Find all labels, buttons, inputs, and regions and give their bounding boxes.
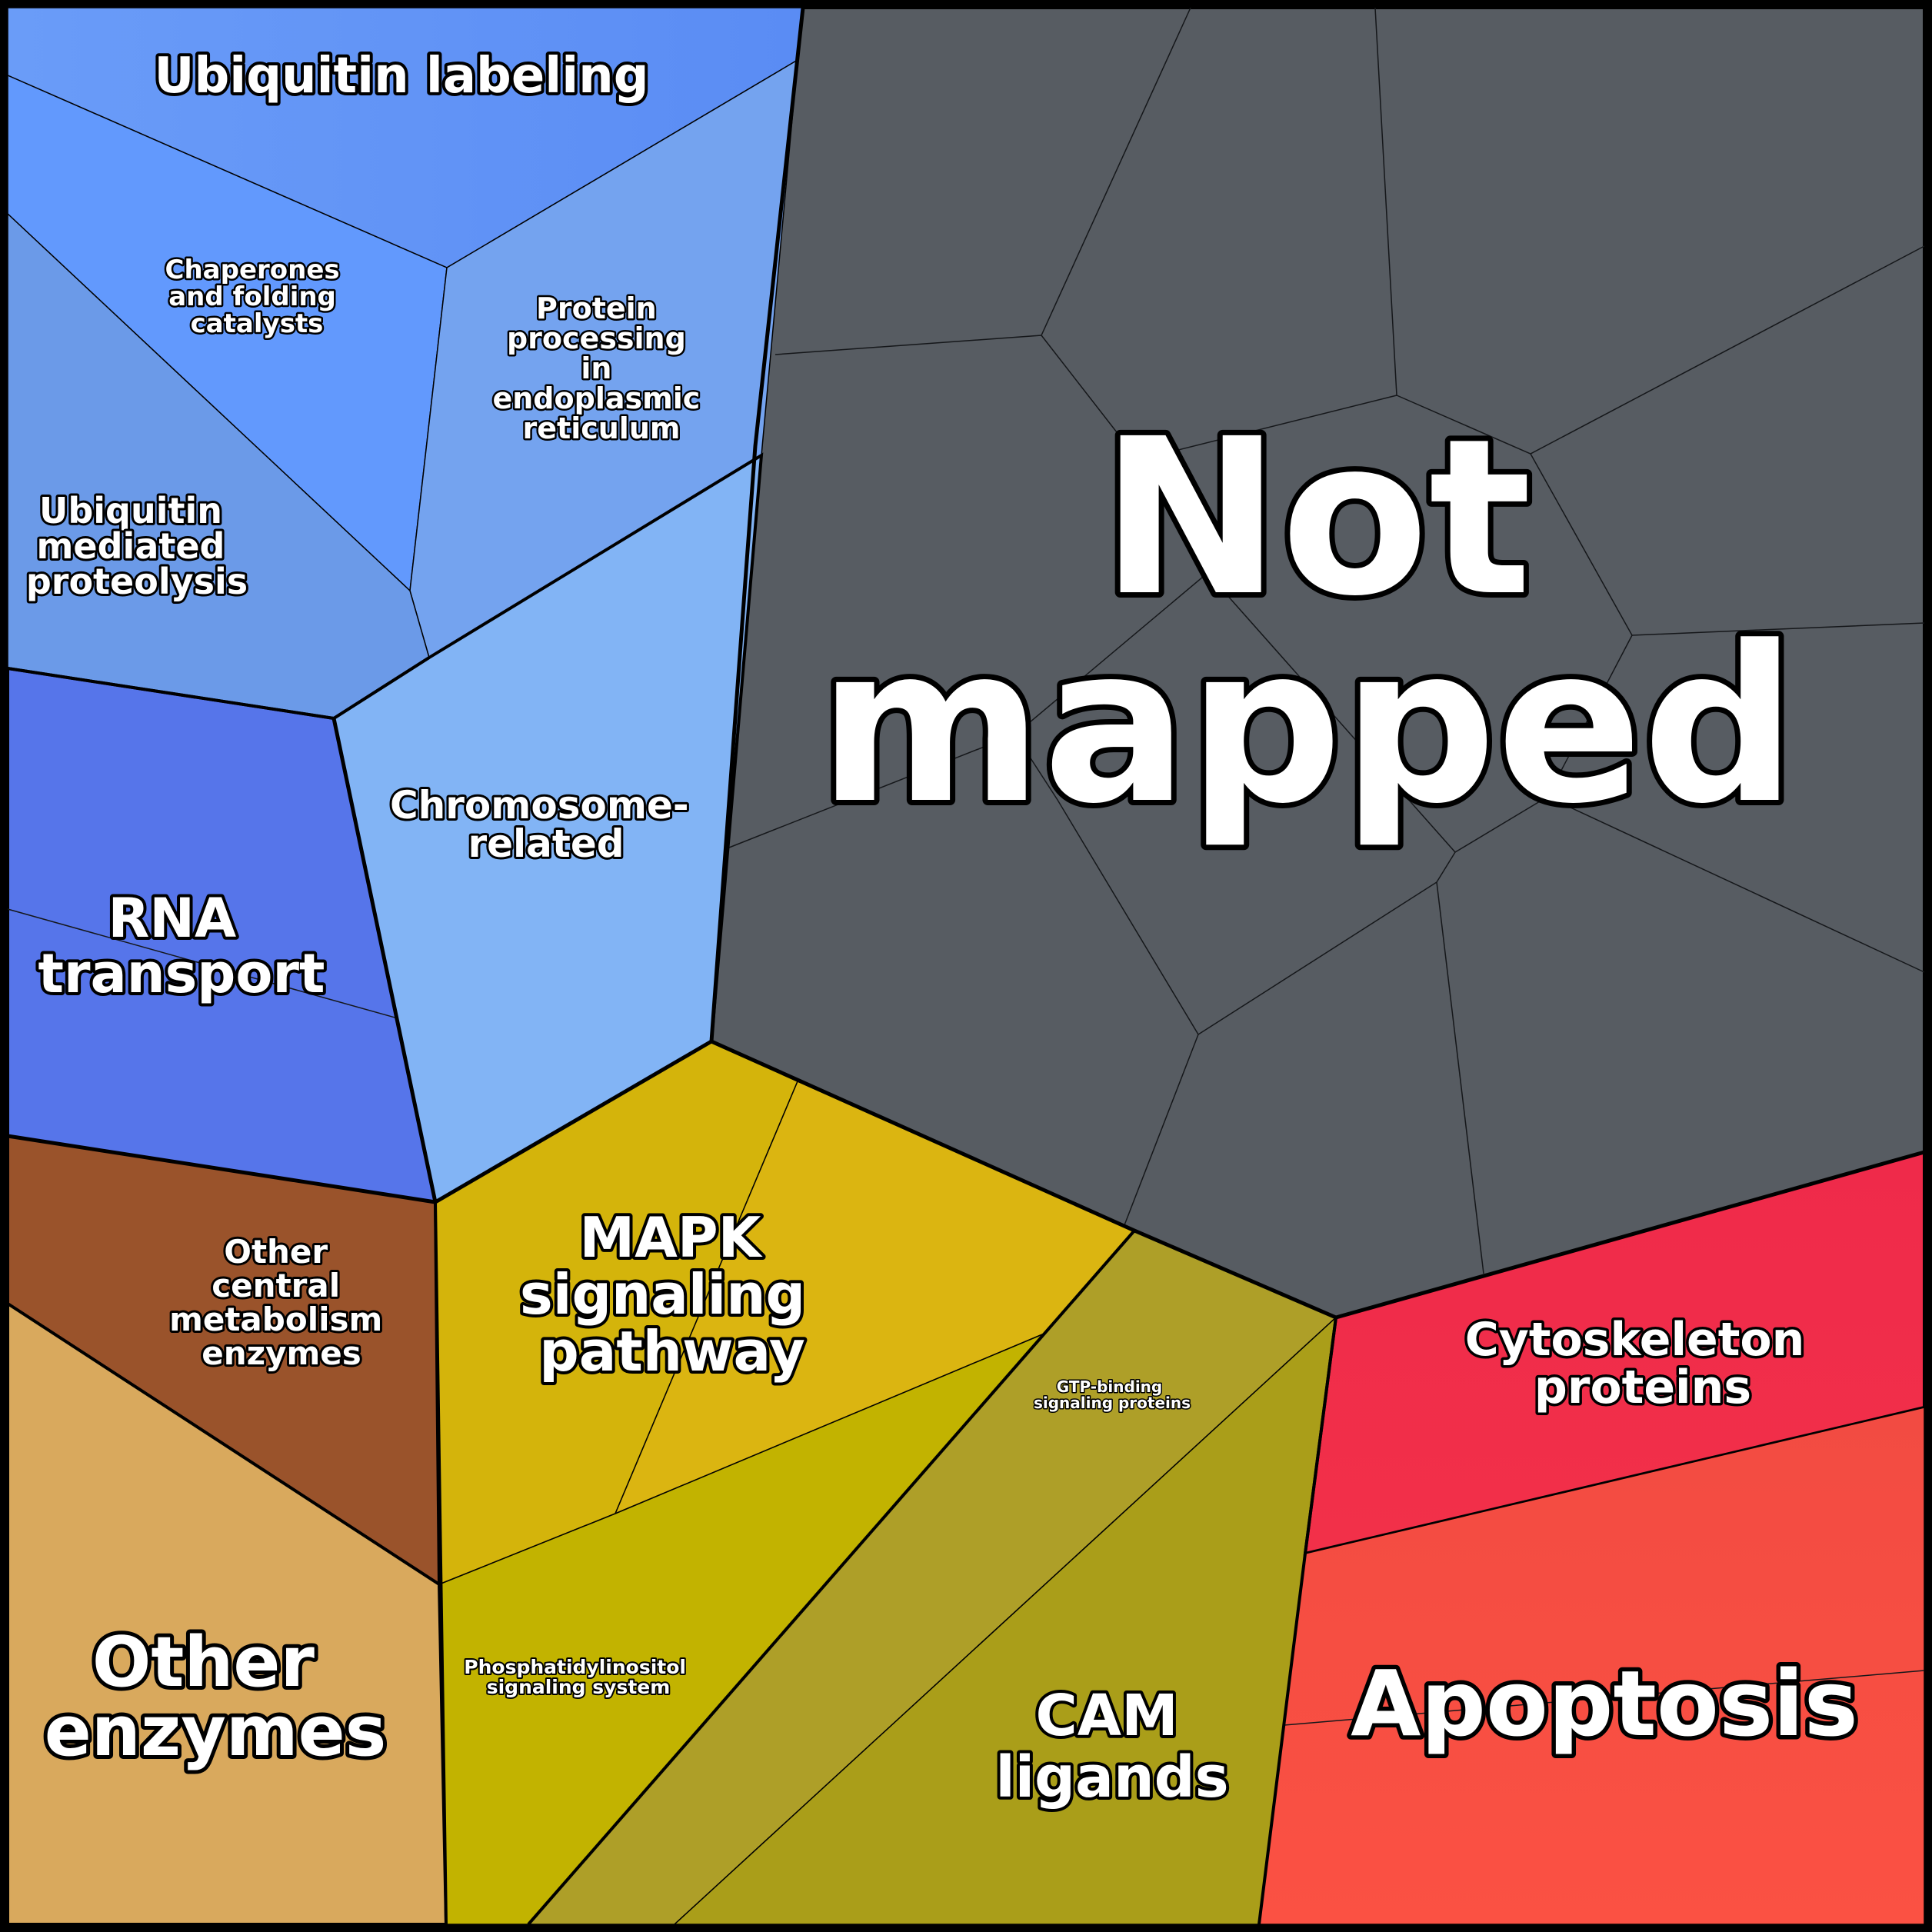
label-cytoskeleton-proteins: Cytoskeleton proteins xyxy=(1465,1313,1821,1414)
label-cam-ligands: CAM ligands xyxy=(995,1683,1228,1810)
region-blue-family xyxy=(6,7,804,1205)
label-rna-transport: RNA transport xyxy=(38,887,325,1005)
label-other-enzymes: Other enzymes xyxy=(45,1622,387,1772)
label-chromosome-related: Chromosome- related xyxy=(390,783,702,866)
label-ubiquitin-mediated-proteolysis: Ubiquitin mediated proteolysis xyxy=(26,490,248,602)
rna-transport-subdivision xyxy=(7,908,398,1019)
label-apoptosis: Apoptosis xyxy=(1351,1651,1858,1757)
label-chaperones: Chaperones and folding catalysts xyxy=(165,255,349,339)
region-yellow-family xyxy=(434,1041,1337,1926)
label-ubiquitin-labeling: Ubiquitin labeling xyxy=(155,48,649,105)
major-boundaries xyxy=(7,7,1925,1320)
label-mapk-signaling: MAPK signaling pathway xyxy=(520,1205,824,1384)
red-boundary-left xyxy=(1257,1317,1337,1925)
label-protein-processing-er: Protein processing in endoplasmic reticu… xyxy=(492,291,710,445)
labels-layer: Ubiquitin labeling Chaperones and foldin… xyxy=(24,45,1863,1814)
not-mapped-subdivisions xyxy=(728,7,1925,1274)
label-gtp-binding: GTP-binding signaling proteins xyxy=(1034,1377,1191,1412)
yellow-boundary-diagonal xyxy=(527,1229,1136,1926)
apoptosis-subdivision xyxy=(1284,1670,1925,1726)
label-phosphatidylinositol: Phosphatidylinositol signaling system xyxy=(464,1656,692,1698)
label-other-central-metabolism: Other central metabolism enzymes xyxy=(169,1233,394,1372)
label-not-mapped: Not mapped xyxy=(818,393,1797,851)
yellow-boundary-left xyxy=(434,1201,448,1925)
